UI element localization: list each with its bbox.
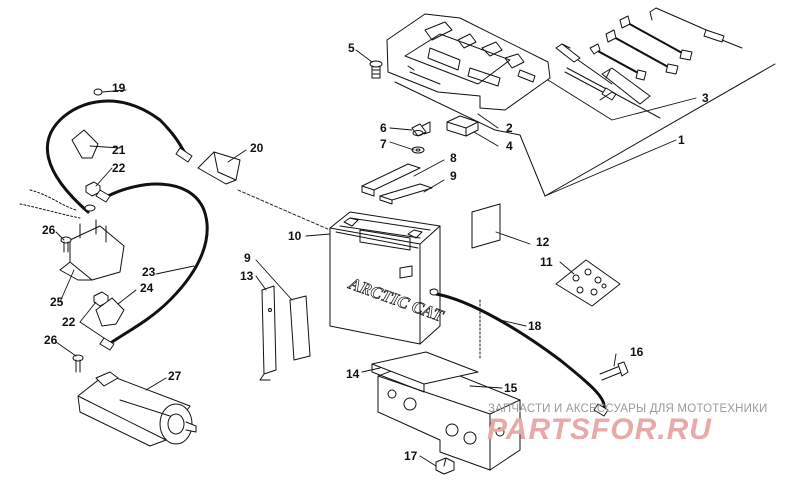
callout-numbers: 1 2 3 4 5 6 7 8 9 9 10 11 12 13 14 15 16…	[42, 41, 709, 463]
callout-3: 3	[702, 91, 709, 105]
hardware-kit-11	[555, 259, 621, 307]
callout-22b: 22	[62, 315, 76, 329]
leader-lines	[55, 49, 697, 467]
callout-5: 5	[348, 41, 355, 55]
screw-5	[369, 60, 383, 79]
callout-7: 7	[380, 137, 387, 151]
starter-motor-27	[77, 371, 197, 447]
battery-pad-9	[379, 183, 433, 205]
callout-26: 26	[42, 223, 56, 237]
callout-17: 17	[404, 449, 418, 463]
cable-19	[45, 88, 193, 214]
ground-cable-18	[429, 288, 609, 417]
callout-22: 22	[112, 161, 126, 175]
terminal-boot-24	[95, 297, 125, 327]
callout-25: 25	[50, 295, 64, 309]
nut-17	[435, 457, 455, 475]
callout-18: 18	[528, 319, 542, 333]
battery-10	[329, 211, 441, 345]
bolt-16	[599, 361, 629, 381]
callout-12: 12	[536, 235, 550, 249]
callout-21: 21	[112, 143, 126, 157]
washer-7-hole	[415, 148, 421, 152]
battery-strap-8	[361, 163, 421, 197]
screw-26a	[60, 236, 72, 253]
foam-block-4	[446, 115, 479, 137]
watermark-tagline: ЗАПЧАСТИ И АКСЕССУАРЫ ДЛЯ МОТОТЕХНИКИ	[488, 403, 768, 415]
watermark-logo: PARTSFOR.RU	[487, 413, 712, 446]
battery-strap-13	[259, 285, 277, 381]
callout-9b: 9	[244, 251, 251, 265]
callout-10: 10	[288, 229, 302, 243]
callout-1: 1	[678, 133, 685, 147]
callout-27: 27	[168, 369, 182, 383]
battery-pad-9b	[289, 295, 311, 361]
terminal-boot-20	[197, 151, 241, 185]
tool-kit	[555, 7, 743, 119]
kit-bracket	[394, 63, 776, 197]
terminal-cover-12	[471, 203, 501, 249]
solenoid-25	[19, 189, 125, 281]
wing-nut-6	[411, 121, 431, 137]
callout-11: 11	[540, 255, 553, 269]
callout-13: 13	[240, 269, 254, 283]
tray-pad-14	[371, 351, 479, 393]
cable-23	[95, 182, 209, 351]
callout-24: 24	[140, 281, 154, 295]
battery-brand: ARCTIC CAT	[346, 274, 447, 326]
terminal-boot-21	[71, 129, 99, 159]
callout-6: 6	[380, 121, 387, 135]
callout-23: 23	[142, 265, 156, 279]
callout-20: 20	[250, 141, 264, 155]
callout-15: 15	[504, 381, 518, 395]
callout-4: 4	[506, 139, 513, 153]
callout-19: 19	[112, 81, 126, 95]
callout-26b: 26	[44, 333, 58, 347]
callout-14: 14	[346, 367, 360, 381]
washer-7	[411, 146, 425, 154]
callout-16: 16	[630, 345, 644, 359]
callout-8: 8	[450, 151, 457, 165]
screw-26b	[72, 354, 84, 373]
callout-2: 2	[506, 121, 513, 135]
tool-tray	[386, 13, 551, 111]
callout-9: 9	[450, 169, 457, 183]
